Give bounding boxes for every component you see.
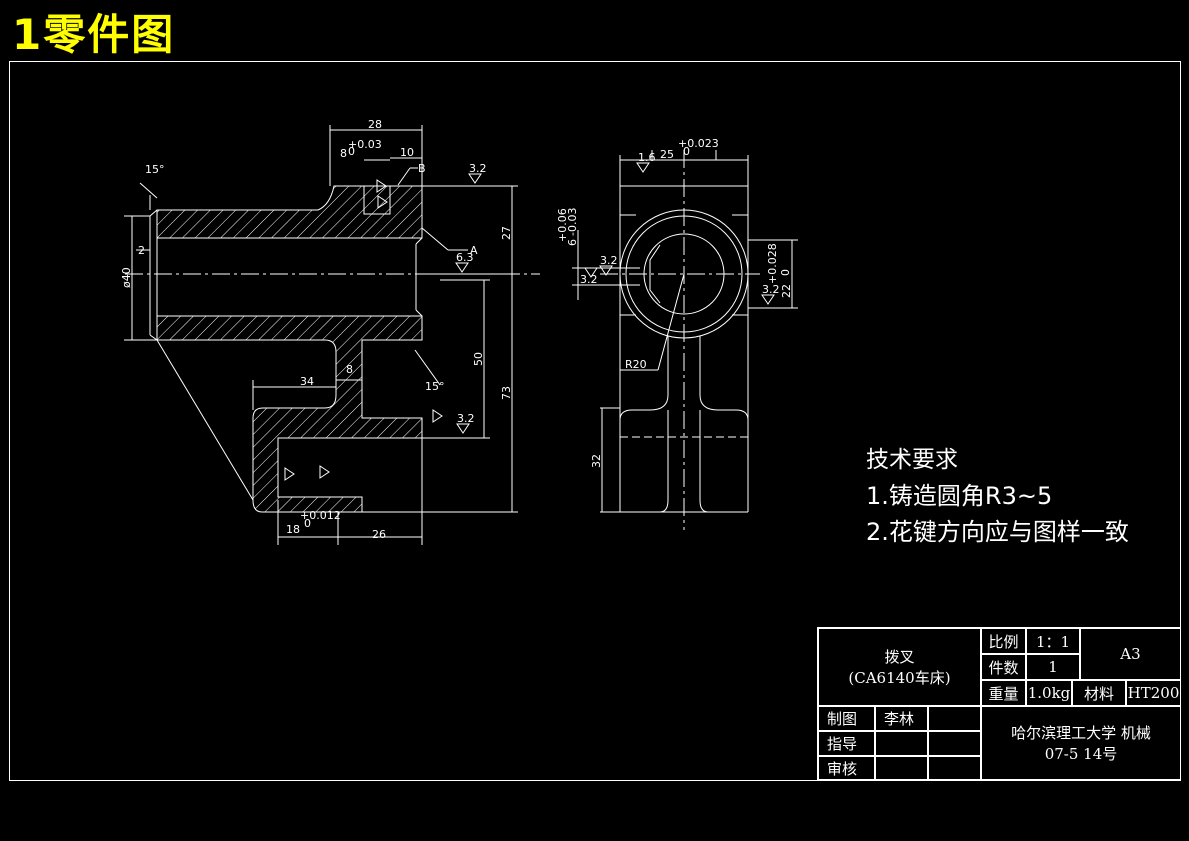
- tech-req-line-1: 1.铸造圆角R3~5: [866, 482, 1053, 510]
- class-name: 07-5 14号: [1044, 745, 1118, 763]
- dim-8-upper: +0.03: [348, 138, 382, 151]
- label-a: A: [470, 244, 478, 257]
- side-view: [572, 150, 798, 530]
- drawn-value: 李林: [875, 706, 928, 731]
- drawn-blank: [928, 706, 981, 731]
- roughness-e: 3.2: [762, 283, 780, 296]
- guide-value: [875, 731, 928, 756]
- dim-8: 8: [340, 147, 347, 160]
- roughness-f: 3.2: [580, 273, 598, 286]
- material-label: 材料: [1072, 680, 1126, 706]
- dim-26: 26: [372, 528, 386, 541]
- dim-18-lower: 0: [304, 517, 311, 530]
- hatch-top-wall: [156, 185, 423, 239]
- dim-6-upper: +0.06: [556, 208, 569, 242]
- part-name: 拨叉: [884, 648, 915, 666]
- dim-22-lower: 0: [779, 269, 792, 276]
- tech-req-line-2: 2.花键方向应与图样一致: [866, 518, 1129, 546]
- tech-req-title: 技术要求: [866, 447, 958, 473]
- angle-15-bottom: 15°: [425, 380, 445, 393]
- part-name-cell: 拨叉 (CA6140车床): [818, 628, 981, 706]
- technical-requirements: 技术要求 1.铸造圆角R3~5 2.花键方向应与图样一致: [866, 442, 1129, 550]
- roughness-b: 6.3: [456, 251, 474, 264]
- check-label: 审核: [818, 756, 875, 780]
- dim-25-upper: +0.023: [678, 137, 719, 150]
- check-value: [875, 756, 928, 780]
- title-block: 拨叉 (CA6140车床) 比例 1：1 件数 1 A3 重量 1.0kg 材料…: [817, 627, 1181, 781]
- dim-40: ø40: [120, 267, 133, 288]
- dim-2: 2: [138, 244, 145, 257]
- dim-73: 73: [500, 386, 513, 400]
- dim-8b: 8: [346, 363, 353, 376]
- dim-22-upper: +0.028: [766, 243, 779, 284]
- machine-name: (CA6140车床): [848, 669, 951, 687]
- roughness-a: 3.2: [469, 162, 487, 175]
- weight-label: 重量: [981, 680, 1026, 706]
- guide-label: 指导: [818, 731, 875, 756]
- guide-blank: [928, 731, 981, 756]
- material-value: HT200: [1126, 680, 1181, 706]
- weight-value: 1.0kg: [1026, 680, 1072, 706]
- dim-6: 6: [566, 239, 579, 246]
- drawing-frame: [9, 61, 1181, 781]
- roughness-g: 3.2: [600, 254, 618, 267]
- roughness-d: 1.6: [638, 151, 656, 164]
- qty-value: 1: [1026, 654, 1080, 680]
- drawn-label: 制图: [818, 706, 875, 731]
- dim-6-lower: -0.03: [566, 208, 579, 236]
- dim-27: 27: [500, 226, 513, 240]
- dim-8-lower: 0: [348, 145, 355, 158]
- dim-25: 25: [660, 148, 674, 161]
- label-b: B: [418, 162, 426, 175]
- dim-32: 32: [590, 454, 603, 468]
- dim-28: 28: [368, 118, 382, 131]
- scale-value: 1：1: [1026, 628, 1080, 654]
- check-blank: [928, 756, 981, 780]
- roughness-c: 3.2: [457, 412, 475, 425]
- dim-25-lower: 0: [683, 145, 690, 158]
- hatch-bottom-wall: [156, 315, 423, 513]
- dim-34: 34: [300, 375, 314, 388]
- angle-15-top: 15°: [145, 163, 165, 176]
- drawing-heading: 1零件图: [12, 10, 176, 59]
- dim-22: 22: [780, 284, 793, 298]
- sheet-size: A3: [1080, 628, 1181, 680]
- qty-label: 件数: [981, 654, 1026, 680]
- dim-50: 50: [472, 352, 485, 366]
- radius-r20: R20: [625, 358, 647, 371]
- school-name: 哈尔滨理工大学 机械: [1011, 724, 1151, 742]
- scale-label: 比例: [981, 628, 1026, 654]
- dim-18-upper: +0.012: [300, 509, 341, 522]
- dim-18: 18: [286, 523, 300, 536]
- section-view: [124, 125, 540, 545]
- school-cell: 哈尔滨理工大学 机械 07-5 14号: [981, 706, 1181, 780]
- dim-10: 10: [400, 146, 414, 159]
